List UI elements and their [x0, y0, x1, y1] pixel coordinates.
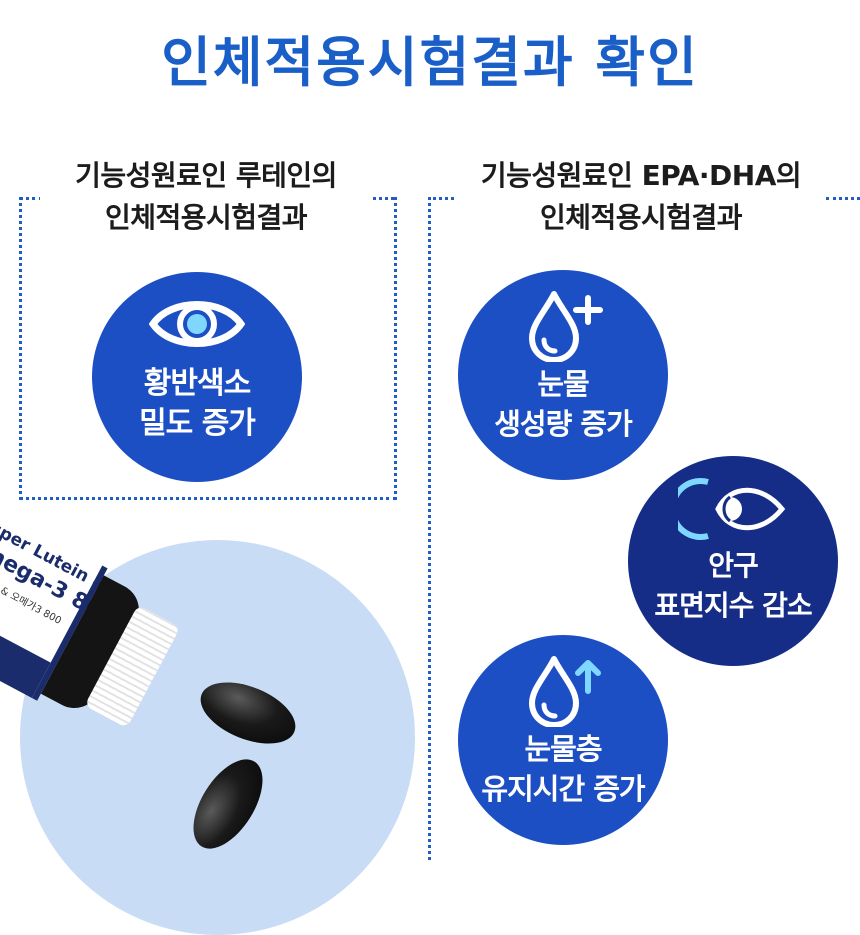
- badge-tear-film-label: 눈물층 유지시간 증가: [481, 732, 645, 806]
- badge-tear-production-label: 눈물 생성량 증가: [494, 367, 632, 441]
- badge-tear-production: 눈물 생성량 증가: [458, 270, 668, 480]
- left-frame-top-right: [366, 197, 394, 200]
- eye-icon: [149, 301, 245, 347]
- left-dotted-frame: [19, 197, 397, 500]
- right-frame-top-left: [428, 197, 454, 200]
- badge-tear-film: 눈물층 유지시간 증가: [458, 635, 668, 845]
- right-heading: 기능성원료인 EPA·DHA의 인체적용시험결과: [458, 155, 824, 239]
- right-frame-top-right: [826, 197, 860, 200]
- left-heading: 기능성원료인 루테인의 인체적용시험결과: [40, 155, 372, 239]
- right-dotted-frame-left: [428, 197, 431, 860]
- badge-ocular-surface-label: 안구 표면지수 감소: [654, 549, 812, 622]
- left-heading-line2: 인체적용시험결과: [104, 201, 308, 234]
- page-title: 인체적용시험결과 확인: [161, 31, 699, 94]
- eyeball-icon: [678, 478, 786, 540]
- left-frame-top-left: [19, 197, 43, 200]
- droplet-plus-icon: [529, 291, 603, 362]
- droplet-up-icon: [529, 656, 601, 727]
- right-heading-line2: 인체적용시험결과: [539, 201, 743, 234]
- badge-macular-label: 황반색소 밀도 증가: [139, 366, 256, 441]
- right-heading-line1: 기능성원료인 EPA·DHA의: [480, 159, 802, 192]
- left-heading-line1: 기능성원료인 루테인의: [75, 159, 337, 192]
- badge-ocular-surface: 안구 표면지수 감소: [628, 456, 838, 666]
- badge-macular-pigment: 황반색소 밀도 증가: [92, 272, 302, 482]
